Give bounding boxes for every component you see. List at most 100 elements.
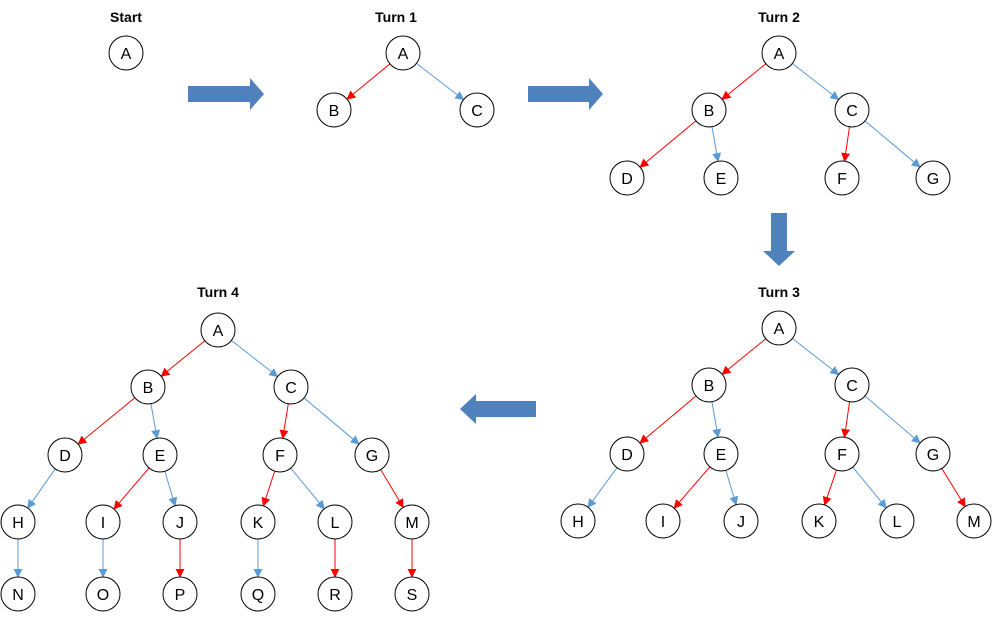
node-turn3-L: L <box>879 503 915 539</box>
node-circle <box>609 160 645 196</box>
node-turn4-H: H <box>0 504 36 540</box>
node-label: E <box>155 448 166 465</box>
edge-turn4-B-E <box>150 403 161 440</box>
node-turn3-I: I <box>645 503 681 539</box>
node-circle <box>273 369 309 405</box>
node-label: G <box>366 448 378 465</box>
node-label: F <box>837 447 847 464</box>
node-label: A <box>398 46 409 63</box>
node-label: K <box>814 514 825 531</box>
node-turn2-A: A <box>761 35 797 71</box>
node-circle <box>824 436 860 472</box>
node-label: I <box>101 515 105 532</box>
node-turn1-C: C <box>459 92 495 128</box>
node-label: E <box>716 171 727 188</box>
node-circle <box>915 160 951 196</box>
node-circle <box>142 437 178 473</box>
node-turn1-A: A <box>385 35 421 71</box>
stage-title-turn2: Turn 2 <box>758 9 800 25</box>
flow-arrow-down-icon <box>763 213 795 266</box>
node-turn4-A: A <box>200 312 236 348</box>
stage-title-turn1: Turn 1 <box>375 9 417 25</box>
node-circle <box>316 92 352 128</box>
node-turn1-B: B <box>316 92 352 128</box>
node-turn2-B: B <box>691 92 727 128</box>
edge-turn1-A-B <box>346 63 391 100</box>
node-circle <box>761 310 797 346</box>
edge-turn2-C-F <box>841 126 851 163</box>
node-label: N <box>12 587 24 604</box>
node-circle <box>162 504 198 540</box>
node-circle <box>459 92 495 128</box>
node-circle <box>645 503 681 539</box>
node-circle <box>801 503 837 539</box>
node-circle <box>85 504 121 540</box>
node-label: B <box>704 103 715 120</box>
node-turn4-L: L <box>317 504 353 540</box>
node-turn4-O: O <box>85 576 121 612</box>
node-label: C <box>285 380 297 397</box>
node-label: A <box>774 46 785 63</box>
node-circle <box>240 576 276 612</box>
node-label: B <box>143 380 154 397</box>
node-label: C <box>471 103 483 120</box>
node-circle <box>317 576 353 612</box>
stage-title-start: Start <box>110 9 142 25</box>
node-label: D <box>621 447 633 464</box>
edge-turn3-F-K <box>822 469 837 506</box>
node-turn3-F: F <box>824 436 860 472</box>
node-label: A <box>121 46 132 63</box>
edge-turn2-A-B <box>721 63 767 100</box>
node-start-A: A <box>108 35 144 71</box>
node-circle <box>162 576 198 612</box>
node-label: P <box>175 587 186 604</box>
node-label: C <box>846 378 858 395</box>
flow-arrow-left-icon <box>460 394 536 424</box>
node-circle <box>240 504 276 540</box>
node-label: D <box>621 171 633 188</box>
node-turn4-M: M <box>394 504 430 540</box>
node-turn4-N: N <box>0 576 36 612</box>
node-label: Q <box>252 587 264 604</box>
edge-turn3-A-C <box>792 338 840 376</box>
edge-turn4-B-D <box>77 397 136 445</box>
node-turn2-D: D <box>609 160 645 196</box>
edge-turn4-G-M <box>380 469 404 509</box>
node-turn4-S: S <box>394 576 430 612</box>
node-turn3-H: H <box>560 503 596 539</box>
node-circle <box>354 437 390 473</box>
edge-turn2-C-G <box>864 120 921 168</box>
node-circle <box>130 369 166 405</box>
node-label: H <box>12 515 24 532</box>
node-turn4-J: J <box>162 504 198 540</box>
node-label: F <box>837 171 847 188</box>
node-turn4-G: G <box>354 437 390 473</box>
edge-turn4-F-L <box>290 467 325 510</box>
edge-turn4-E-I <box>113 467 150 510</box>
node-label: K <box>253 515 264 532</box>
node-circle <box>834 367 870 403</box>
node-turn2-E: E <box>703 160 739 196</box>
edge-turn3-B-E <box>711 401 722 439</box>
node-label: M <box>405 515 418 532</box>
node-circle <box>915 436 951 472</box>
edge-turn3-E-J <box>725 470 739 506</box>
node-turn4-B: B <box>130 369 166 405</box>
node-label: B <box>329 103 340 120</box>
node-turn3-K: K <box>801 503 837 539</box>
node-label: D <box>59 448 71 465</box>
edge-turn2-B-E <box>711 126 722 163</box>
node-circle <box>824 160 860 196</box>
node-turn3-B: B <box>691 367 727 403</box>
edge-turn3-D-H <box>587 467 618 509</box>
stage-title-turn3: Turn 3 <box>758 284 800 300</box>
node-circle <box>47 437 83 473</box>
node-turn3-M: M <box>956 503 992 539</box>
edge-turn3-G-M <box>941 468 966 508</box>
node-label: R <box>329 587 341 604</box>
edge-turn3-E-I <box>673 466 711 509</box>
edge-turn3-C-F <box>841 401 851 439</box>
node-circle <box>879 503 915 539</box>
node-turn4-E: E <box>142 437 178 473</box>
node-turn2-C: C <box>834 92 870 128</box>
